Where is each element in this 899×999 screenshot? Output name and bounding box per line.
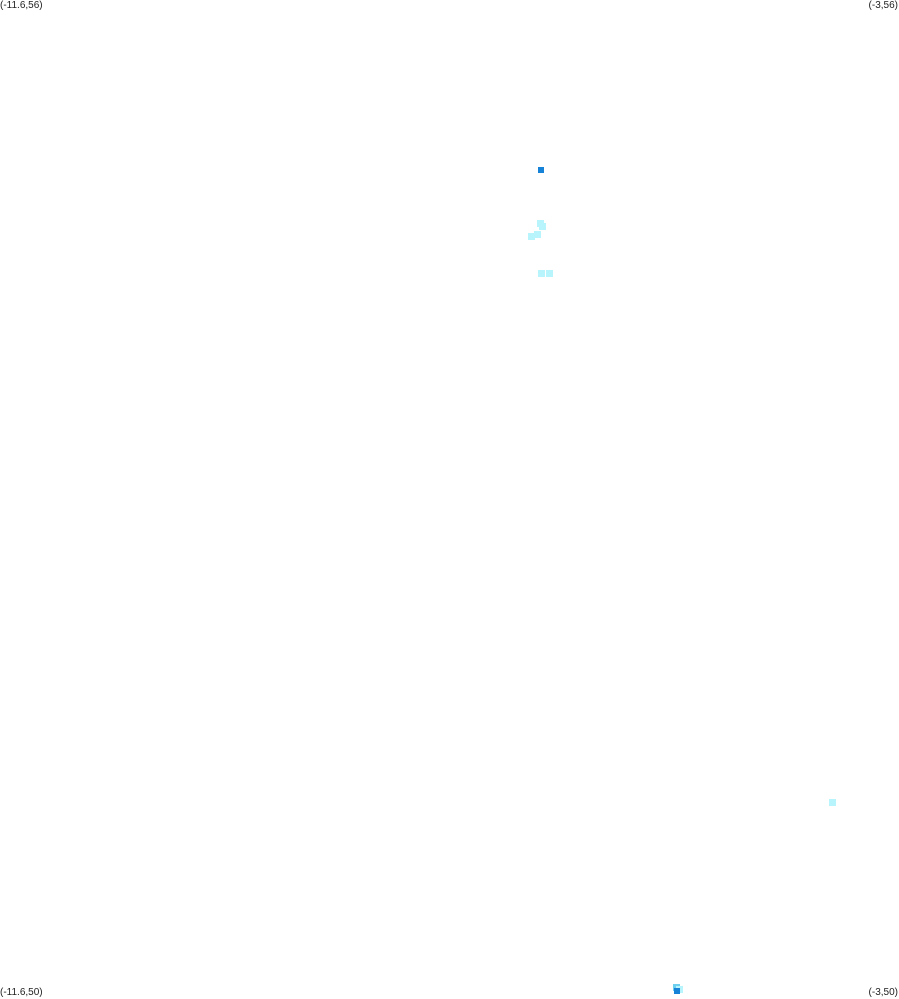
corner-label-bottom-left: (-11.6,50) xyxy=(0,987,43,998)
corner-label-top-left: (-11.6,56) xyxy=(0,0,43,11)
map-point[interactable] xyxy=(527,232,535,240)
map-point[interactable] xyxy=(828,799,836,807)
map-point[interactable] xyxy=(546,269,554,277)
corner-label-top-right: (-3,56) xyxy=(868,0,898,11)
map-point[interactable] xyxy=(537,269,545,277)
corner-label-bottom-right: (-3,50) xyxy=(868,987,898,998)
map-point[interactable] xyxy=(533,231,541,239)
map-point[interactable] xyxy=(538,166,545,173)
map-point[interactable] xyxy=(539,222,547,230)
map-point[interactable] xyxy=(674,987,681,994)
